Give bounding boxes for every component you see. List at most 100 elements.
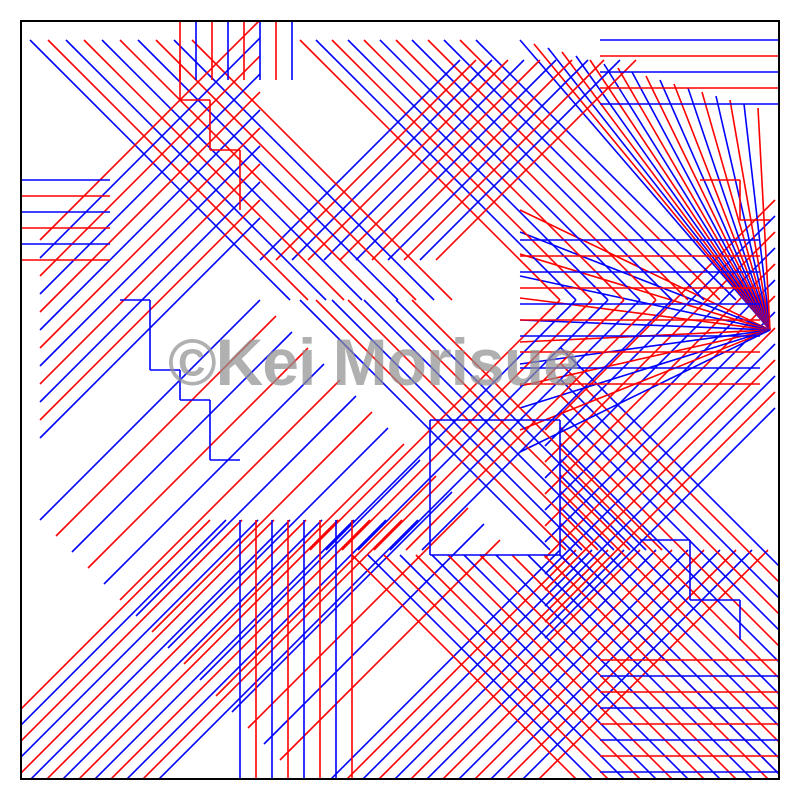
- valley-fold-line: [357, 299, 609, 551]
- valley-fold-line: [559, 506, 779, 728]
- mountain-fold-line: [151, 411, 373, 633]
- valley-fold-line: [559, 442, 779, 664]
- mountain-fold-line: [729, 99, 771, 331]
- mountain-fold-line: [559, 522, 779, 744]
- mountain-fold-line: [39, 127, 261, 349]
- valley-fold-line: [603, 63, 771, 331]
- mountain-fold-line: [559, 394, 779, 616]
- valley-fold-line: [39, 145, 261, 367]
- mountain-fold-line: [315, 299, 567, 551]
- mountain-fold-line: [119, 379, 341, 601]
- mountain-fold-line: [39, 55, 261, 277]
- mountain-fold-line: [559, 458, 779, 680]
- mountain-fold-line: [544, 391, 776, 623]
- mountain-fold-line: [559, 490, 779, 712]
- mountain-fold-line: [55, 315, 277, 537]
- mountain-fold-line: [617, 67, 771, 331]
- valley-fold-line: [331, 299, 583, 551]
- valley-fold-line: [199, 459, 421, 681]
- valley-fold-line: [431, 554, 658, 779]
- mountain-fold-line: [757, 107, 771, 331]
- mountain-fold-line: [39, 21, 261, 241]
- mountain-fold-line: [39, 91, 261, 313]
- valley-fold-line: [29, 519, 291, 779]
- mountain-fold-line: [119, 39, 381, 301]
- valley-fold-line: [559, 474, 779, 696]
- valley-fold-line: [135, 395, 357, 617]
- crease-lines: [21, 21, 779, 779]
- mountain-fold-line: [383, 554, 610, 779]
- valley-fold-line: [231, 491, 453, 713]
- mountain-fold-line: [519, 329, 771, 431]
- mountain-fold-line: [247, 507, 469, 729]
- valley-fold-line: [93, 519, 355, 779]
- mountain-fold-line: [544, 231, 776, 463]
- mountain-fold-line: [701, 91, 771, 331]
- mountain-fold-line: [21, 519, 243, 743]
- valley-fold-line: [21, 519, 227, 727]
- valley-fold-line: [65, 39, 327, 301]
- mountain-fold-line: [371, 59, 573, 261]
- valley-fold-line: [325, 299, 577, 551]
- valley-fold-line: [575, 55, 771, 331]
- mountain-fold-line: [673, 83, 771, 331]
- valley-fold-line: [367, 554, 594, 779]
- valley-fold-line: [387, 59, 589, 261]
- valley-fold-line: [559, 538, 779, 760]
- mountain-fold-line: [447, 554, 674, 779]
- valley-fold-line: [355, 59, 557, 261]
- mountain-fold-line: [479, 554, 706, 779]
- valley-fold-line: [103, 363, 325, 585]
- mountain-fold-line: [373, 299, 625, 551]
- valley-fold-line: [395, 299, 647, 551]
- mountain-fold-line: [45, 519, 307, 779]
- mountain-fold-line: [39, 163, 261, 385]
- valley-fold-line: [39, 73, 261, 295]
- valley-fold-line: [544, 407, 776, 639]
- mountain-fold-line: [339, 59, 541, 261]
- mountain-fold-line: [589, 59, 771, 331]
- mountain-fold-line: [519, 209, 771, 331]
- mountain-fold-line: [519, 329, 771, 387]
- mountain-fold-line: [341, 299, 593, 551]
- mountain-fold-line: [47, 39, 309, 301]
- mountain-fold-line: [544, 199, 776, 431]
- valley-fold-line: [544, 375, 776, 607]
- valley-fold-line: [299, 299, 551, 551]
- valley-fold-line: [559, 410, 779, 632]
- mountain-fold-line: [21, 519, 275, 775]
- mountain-fold-line: [559, 426, 779, 648]
- valley-fold-line: [421, 299, 673, 551]
- valley-fold-line: [715, 95, 771, 331]
- valley-fold-line: [527, 554, 754, 779]
- mountain-fold-line: [559, 362, 779, 584]
- valley-fold-line: [631, 71, 771, 331]
- mountain-fold-line: [309, 299, 561, 551]
- mountain-fold-line: [215, 475, 437, 697]
- valley-fold-line: [101, 39, 363, 301]
- valley-fold-line: [419, 59, 621, 261]
- mountain-fold-line: [543, 554, 770, 779]
- valley-fold-line: [399, 554, 626, 779]
- mountain-fold-line: [351, 554, 578, 779]
- valley-fold-line: [495, 554, 722, 779]
- mountain-fold-line: [77, 519, 339, 779]
- valley-fold-line: [61, 519, 323, 779]
- valley-fold-line: [519, 39, 771, 331]
- mountain-fold-line: [87, 347, 309, 569]
- mountain-fold-line: [403, 59, 605, 261]
- valley-fold-line: [21, 519, 259, 759]
- valley-fold-line: [463, 554, 690, 779]
- mountain-fold-line: [275, 59, 477, 261]
- mountain-fold-line: [347, 299, 599, 551]
- valley-fold-line: [71, 331, 293, 553]
- valley-fold-line: [743, 103, 771, 331]
- valley-fold-line: [559, 554, 779, 776]
- mountain-fold-line: [415, 554, 642, 779]
- valley-fold-line: [519, 231, 771, 331]
- valley-fold-line: [29, 39, 291, 301]
- mountain-fold-line: [411, 299, 663, 551]
- mountain-fold-line: [511, 554, 738, 779]
- valley-fold-line: [263, 523, 485, 745]
